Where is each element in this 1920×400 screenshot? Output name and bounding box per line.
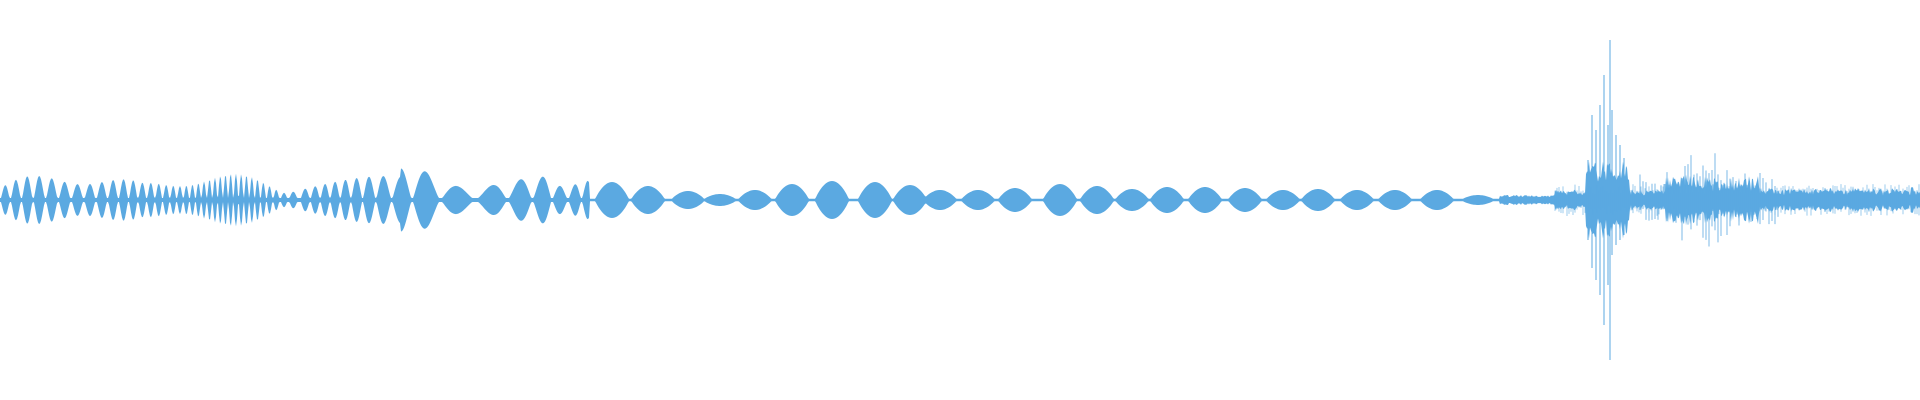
waveform-transient-spikes bbox=[1554, 40, 1920, 360]
waveform-body bbox=[0, 161, 1920, 239]
